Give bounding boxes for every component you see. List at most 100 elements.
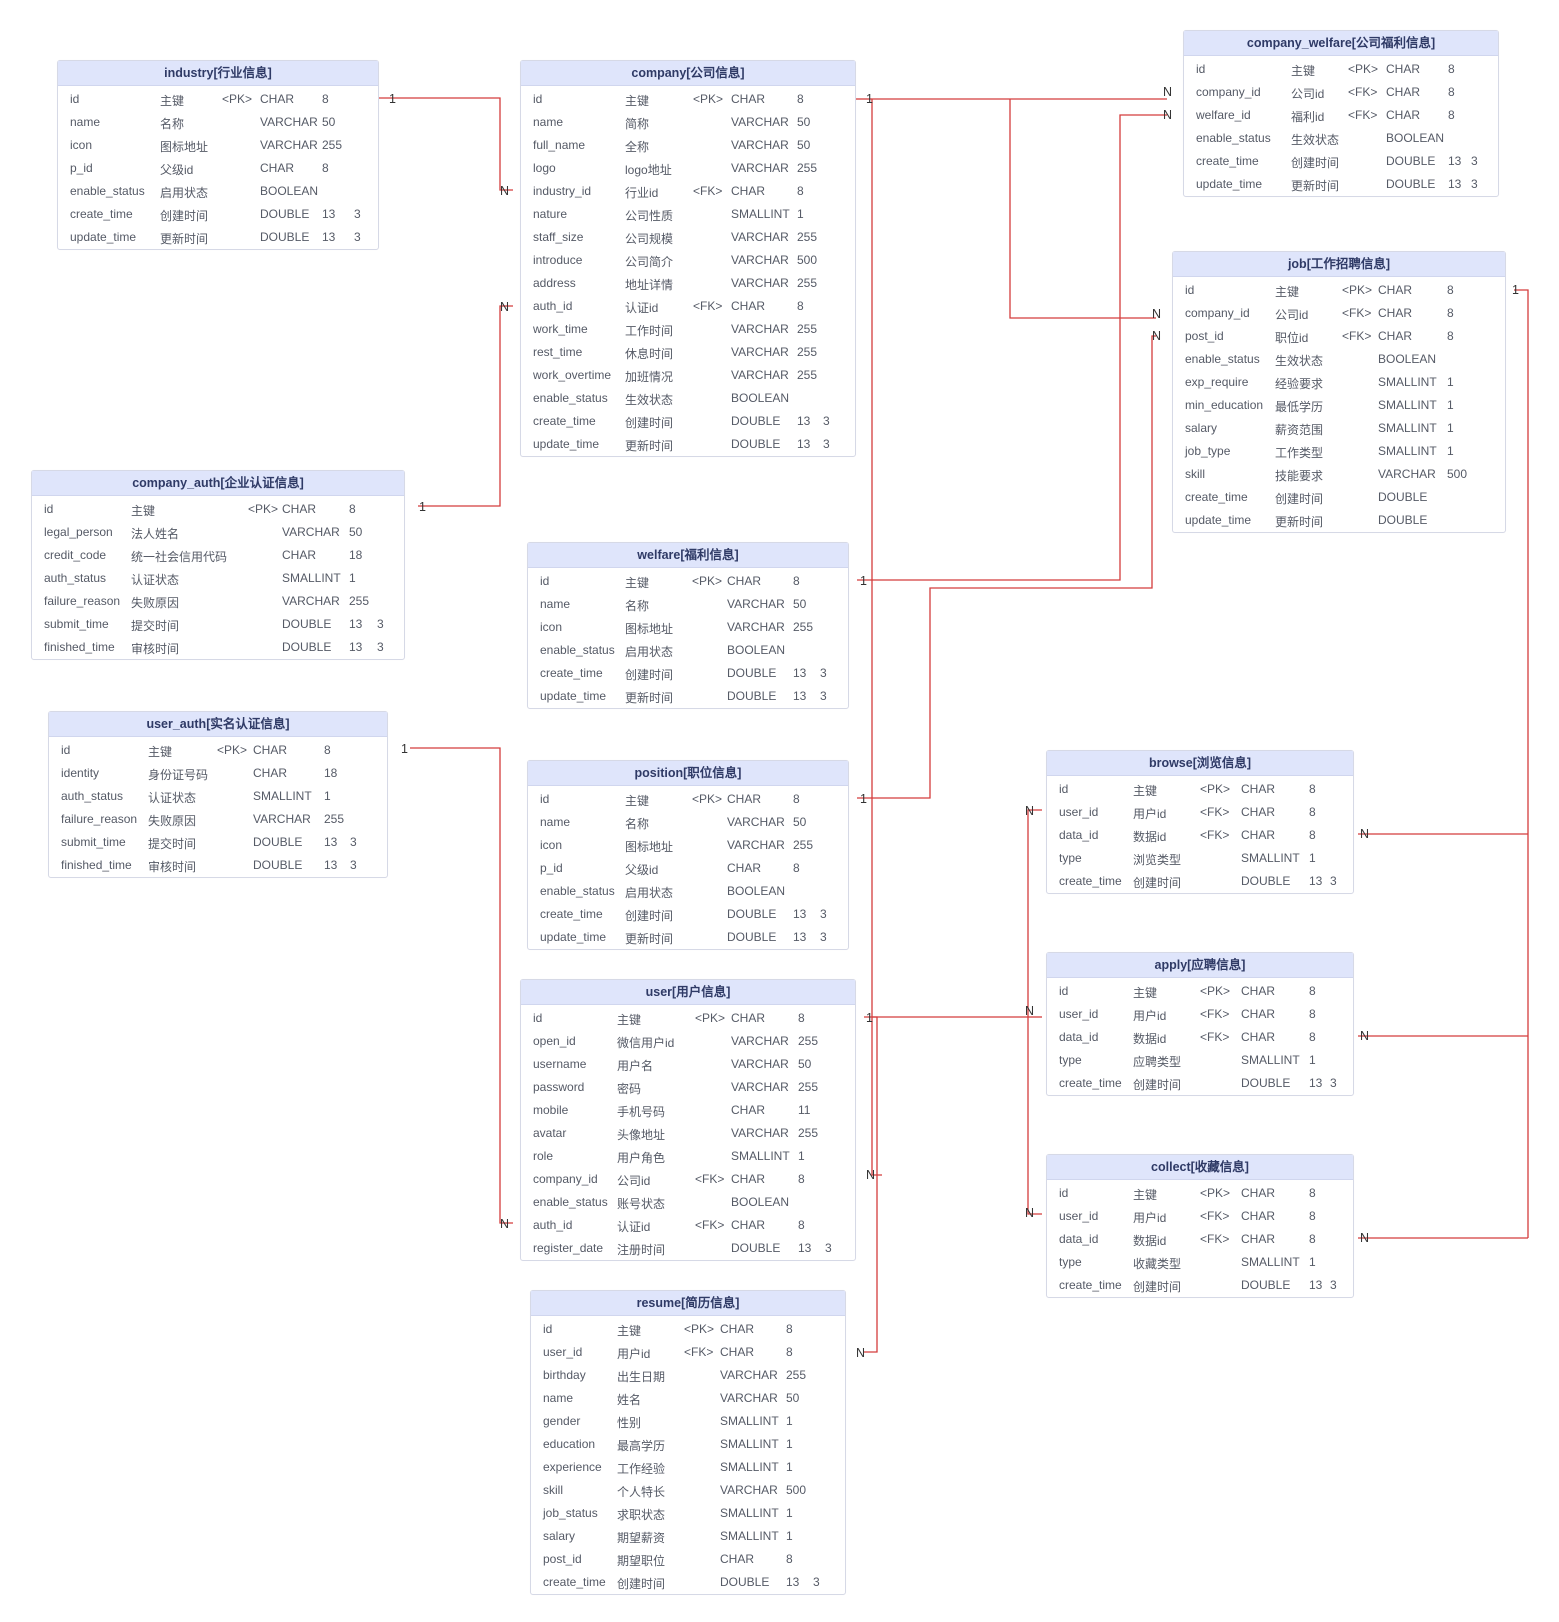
field-type: CHAR (282, 548, 317, 562)
link-user-collect (1027, 1017, 1042, 1215)
field-length: 8 (793, 861, 800, 875)
field-comment: 更新时间 (625, 691, 674, 705)
field-length: 8 (798, 1011, 805, 1025)
field-name: submit_time (44, 617, 109, 631)
field-name: id (61, 743, 71, 757)
card-many: N (866, 1168, 876, 1182)
field-comment: 公司id (617, 1174, 651, 1188)
field-comment: 主键 (625, 794, 650, 808)
field-name: user_id (1059, 1209, 1099, 1223)
field-type: VARCHAR (731, 276, 789, 290)
table-title: job[工作招聘信息] (1173, 252, 1505, 277)
field-comment: 姓名 (617, 1393, 642, 1407)
field-type: VARCHAR (731, 345, 789, 359)
field-comment: 认证id (617, 1220, 651, 1234)
field-comment: 数据id (1133, 1234, 1167, 1248)
field-comment: 审核时间 (148, 860, 197, 874)
field-name: logo (533, 161, 556, 175)
field-type: VARCHAR (731, 1080, 789, 1094)
field-comment: 名称 (160, 117, 185, 131)
field-comment: 期望薪资 (617, 1531, 666, 1545)
field-length: 50 (793, 815, 807, 829)
card-many: N (1360, 827, 1370, 841)
field-key: <FK> (1200, 1209, 1230, 1223)
field-comment: 用户名 (617, 1059, 654, 1073)
field-name: address (533, 276, 576, 290)
field-type: BOOLEAN (1386, 131, 1445, 145)
field-comment: 公司性质 (625, 209, 674, 223)
field-type: VARCHAR (260, 138, 318, 152)
field-type: CHAR (1241, 1030, 1276, 1044)
field-type: VARCHAR (727, 620, 785, 634)
field-length: 1 (349, 571, 356, 585)
field-key: <PK> (684, 1322, 715, 1336)
field-type: DOUBLE (1241, 1278, 1291, 1292)
field-scale: 3 (823, 414, 830, 428)
field-name: create_time (1185, 490, 1248, 504)
field-length: 500 (1447, 467, 1468, 481)
field-comment: 福利id (1291, 110, 1325, 124)
field-comment: 账号状态 (617, 1197, 666, 1211)
field-length: 11 (798, 1103, 811, 1117)
field-type: CHAR (1378, 306, 1413, 320)
field-length: 8 (798, 1218, 805, 1232)
field-type: DOUBLE (1386, 154, 1436, 168)
field-type: VARCHAR (727, 838, 785, 852)
field-length: 8 (786, 1345, 793, 1359)
field-key: <PK> (217, 743, 248, 757)
field-length: 13 (322, 230, 336, 244)
field-length: 50 (793, 597, 807, 611)
field-comment: 技能要求 (1275, 469, 1324, 483)
field-type: DOUBLE (253, 858, 303, 872)
field-type: CHAR (731, 92, 766, 106)
field-length: 50 (798, 1057, 812, 1071)
card-many: N (500, 1217, 510, 1231)
field-name: company_id (1185, 306, 1250, 320)
field-scale: 3 (813, 1575, 820, 1589)
field-comment: 主键 (148, 745, 173, 759)
field-comment: 图标地址 (160, 140, 209, 154)
field-type: CHAR (1241, 1186, 1276, 1200)
field-comment: 公司id (1291, 87, 1325, 101)
field-comment: 失败原因 (148, 814, 197, 828)
link-industry-company (378, 97, 513, 191)
field-type: CHAR (253, 766, 288, 780)
card-many: N (500, 300, 510, 314)
field-length: 13 (797, 437, 811, 451)
field-name: icon (540, 838, 563, 852)
field-comment: 生效状态 (625, 393, 674, 407)
field-comment: 工作经验 (617, 1462, 666, 1476)
field-type: DOUBLE (1241, 1076, 1291, 1090)
field-comment: 主键 (625, 94, 650, 108)
link-user-resume (864, 1016, 878, 1353)
field-length: 8 (1309, 1030, 1316, 1044)
field-comment: 主键 (1133, 1188, 1158, 1202)
field-key: <PK> (1342, 283, 1373, 297)
field-comment: 注册时间 (617, 1243, 666, 1257)
